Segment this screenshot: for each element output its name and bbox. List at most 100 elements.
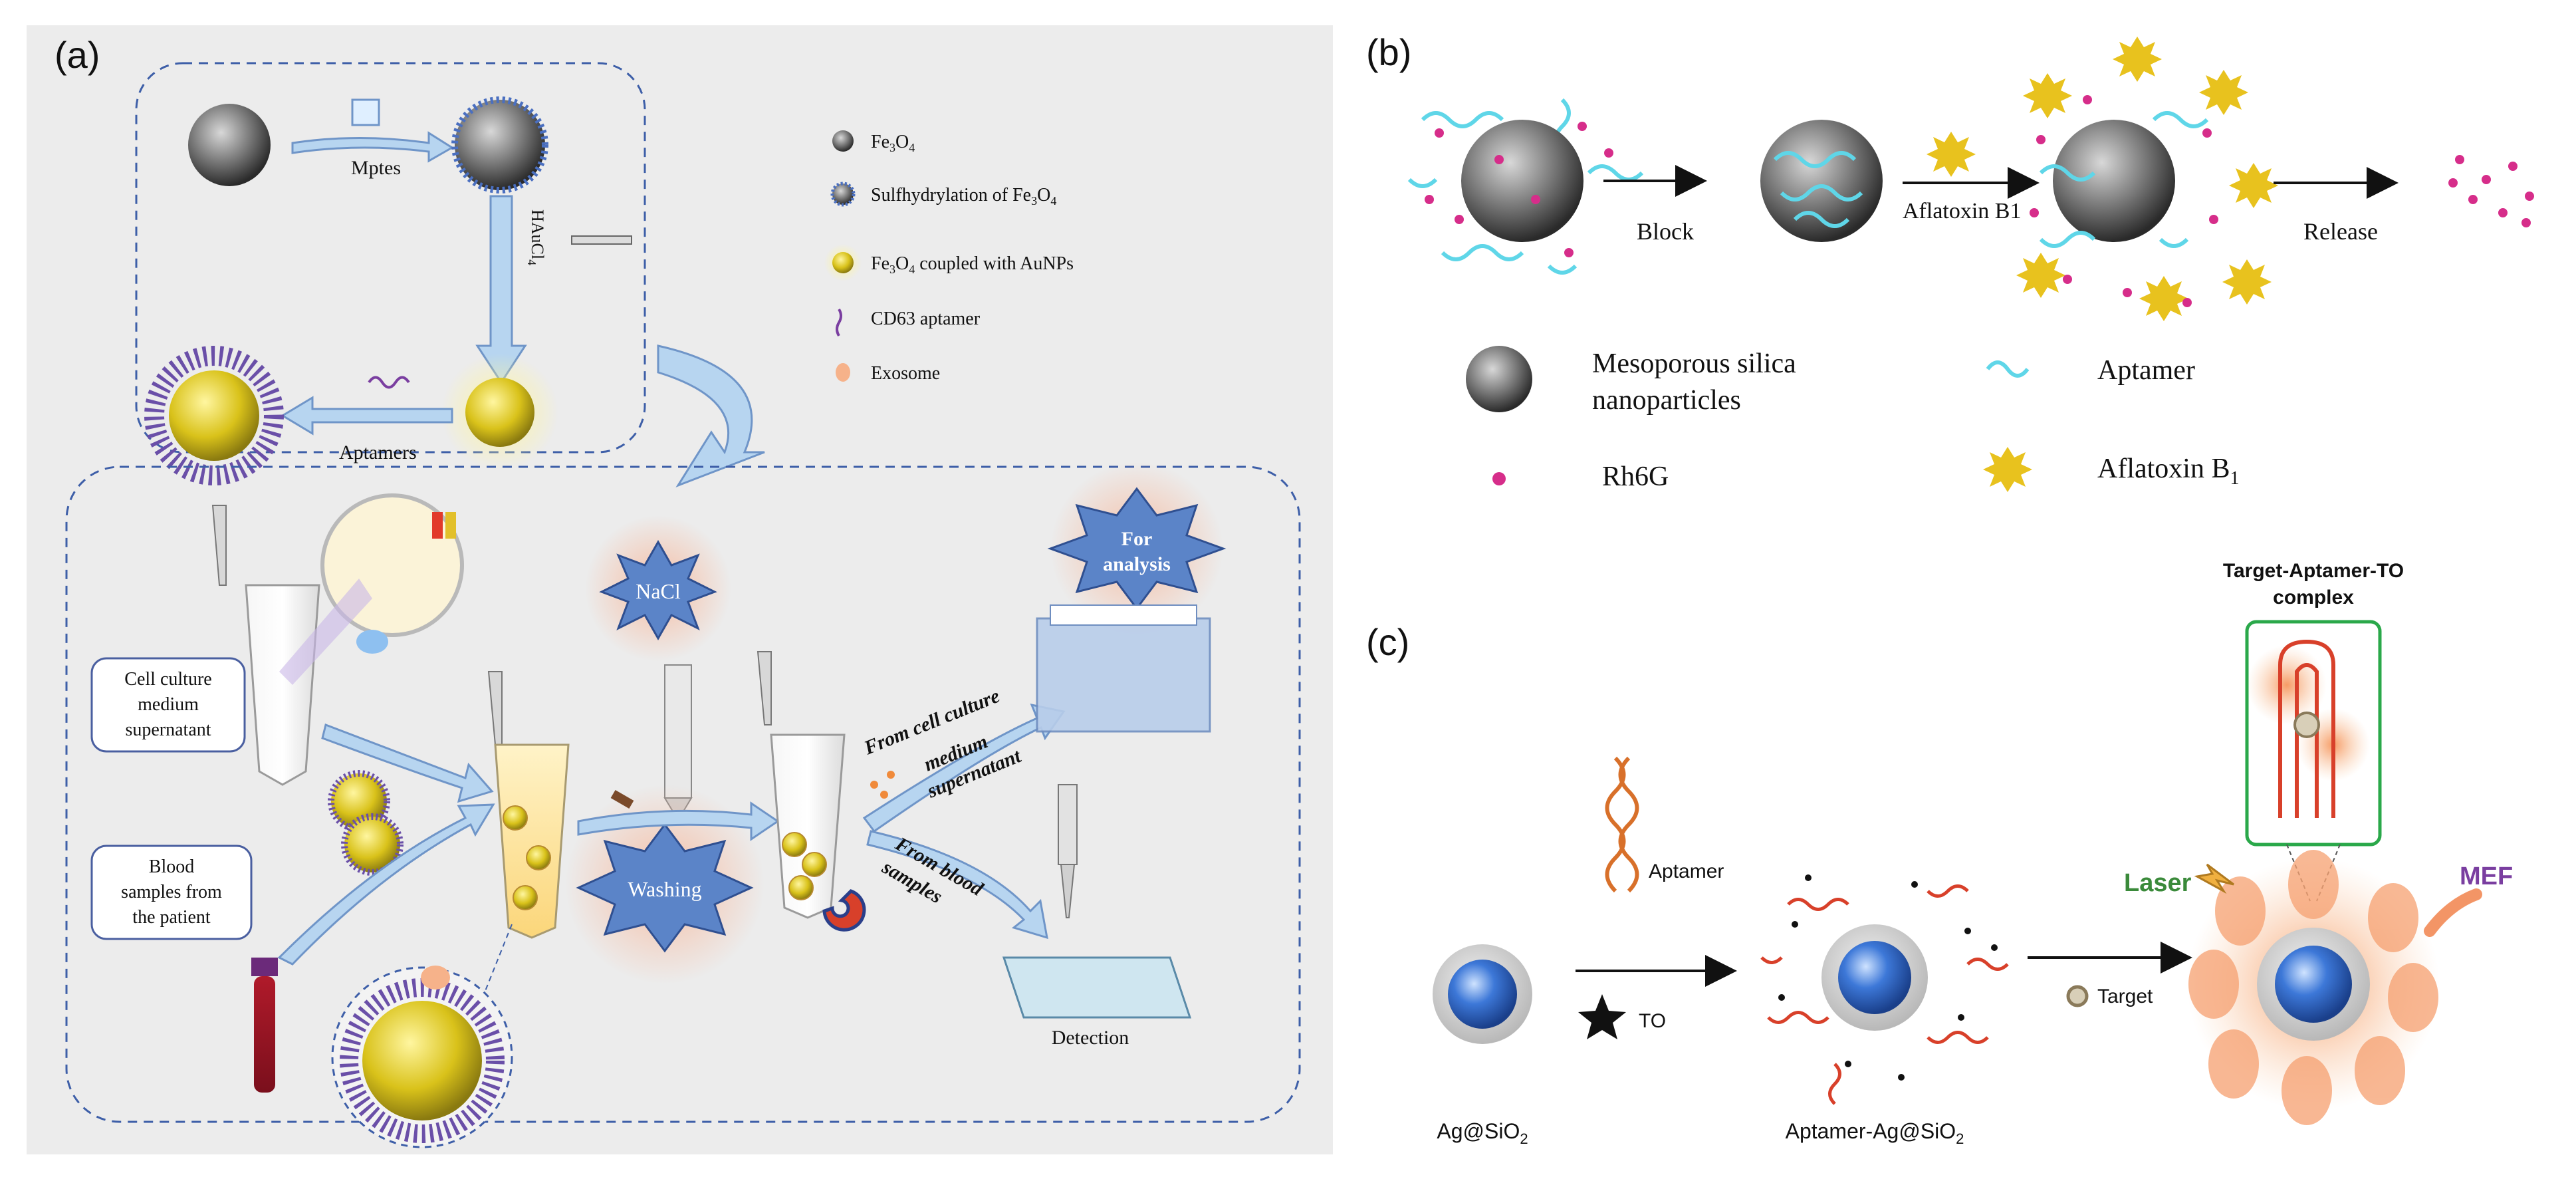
label-release: Release xyxy=(2303,218,2378,245)
label-for-analysis-2: analysis xyxy=(1103,553,1171,575)
panel-a-legend: Fe3O4 Sulfhydrylation of Fe3O4 Fe3O4 cou… xyxy=(824,130,1074,384)
msn-particle-blocked xyxy=(1760,120,1883,242)
legend-aptamer-text: CD63 aptamer xyxy=(871,309,981,329)
pipette-left xyxy=(211,505,227,586)
microplate xyxy=(1002,956,1192,1019)
label-laser: Laser xyxy=(2124,869,2192,897)
label-haucl4: HAuCl4 xyxy=(525,209,547,265)
callout-blood xyxy=(90,845,253,940)
burette xyxy=(664,664,692,799)
sulfhydrylated-particle xyxy=(451,96,548,194)
laser-arrow xyxy=(2194,863,2234,894)
msn-loaded-aptamers xyxy=(1407,98,1644,275)
zoom-exosome xyxy=(421,966,450,989)
receptor-icon xyxy=(432,512,443,539)
panel-a-label: (a) xyxy=(55,34,100,76)
msn-particle-loaded xyxy=(1461,120,1583,242)
to-star-icon xyxy=(1578,994,1626,1039)
arrow-mptes xyxy=(291,131,454,163)
label-nacl: NaCl xyxy=(636,579,681,603)
callout-cell-culture-line1: Cell culture xyxy=(124,669,211,690)
to-stars xyxy=(1778,874,1998,1081)
blood-tube-cap xyxy=(251,958,278,976)
panel-a: (a) Mptes HAuCl4 Aptamers Fe3O4 Sulfhy xyxy=(27,25,1333,1154)
target-icon xyxy=(2066,985,2089,1007)
legend-aptamer-b-swatch xyxy=(1986,360,2030,378)
legend-sulf-text: Sulfhydrylation of Fe3O4 xyxy=(871,185,1056,207)
aptamer-gold-particle xyxy=(169,370,259,461)
bead-1 xyxy=(503,805,528,831)
ag-sio2-core xyxy=(1448,960,1517,1029)
complex-title-2: complex xyxy=(2273,587,2354,608)
legend-aflatoxin-swatch xyxy=(1983,447,2032,492)
label-target: Target xyxy=(2097,985,2153,1007)
eluted-dots xyxy=(870,781,878,789)
legend-aflatoxin-text: Aflatoxin B1 xyxy=(2097,454,2239,489)
magnet-bead-2 xyxy=(802,852,827,877)
callout-cell-culture-line2: medium xyxy=(138,694,199,715)
fe3o4-aunp-particle xyxy=(465,378,534,447)
arrow-to-detection xyxy=(866,830,1048,940)
released-aflatoxin xyxy=(2016,37,2278,321)
magnet-icon xyxy=(822,889,866,932)
callout-cell-culture xyxy=(90,657,246,753)
apt-ag-core xyxy=(1838,941,1911,1014)
arrow-aptamers xyxy=(281,396,453,436)
label-apt-ag-sio2: Aptamer-Ag@SiO2 xyxy=(1786,1119,1964,1147)
zoom-line-1 xyxy=(485,924,513,991)
merge-arrow-upper xyxy=(321,723,494,803)
aptamer-particle-small-2 xyxy=(341,813,404,876)
complex-strand xyxy=(2278,639,2335,818)
light-cone xyxy=(279,579,372,685)
legend-fe3o4-swatch xyxy=(832,130,854,152)
label-aptamer-c: Aptamer xyxy=(1649,860,1724,882)
merge-arrow-lower xyxy=(277,803,495,966)
panel-c: (c) Target-Aptamer-TO complex Ag@SiO2 Ap… xyxy=(1366,560,2513,1147)
callout-blood-line2: samples from xyxy=(121,882,222,902)
gel-comb xyxy=(1050,604,1197,626)
rh6g-dots-loaded xyxy=(1425,122,1613,257)
pipette-icon xyxy=(571,235,632,245)
panel-c-label: (c) xyxy=(1366,621,1409,663)
legend-rh6g-text: Rh6G xyxy=(1602,461,1669,492)
callout-cell-culture-line3: supernatant xyxy=(125,720,211,740)
bead-2 xyxy=(526,845,551,870)
zoom-particle xyxy=(362,1001,482,1120)
reagent-stick xyxy=(610,789,634,809)
legend-aptamer-b-text: Aptamer xyxy=(2097,355,2195,386)
blocked-aptamer-mesh xyxy=(1773,151,1863,228)
complex-target xyxy=(2293,712,2320,738)
legend-aptamer-swatch xyxy=(836,308,842,337)
released-dye-free xyxy=(2448,155,2534,227)
legend-msn-text-1: Mesoporous silica xyxy=(1592,348,1796,379)
label-detection: Detection xyxy=(1052,1027,1129,1049)
apt-ag-strands xyxy=(1760,884,2009,1105)
complex-title-1: Target-Aptamer-TO xyxy=(2223,560,2404,582)
blood-tube xyxy=(254,976,275,1093)
supernatant-tube xyxy=(245,584,320,786)
label-to: TO xyxy=(1639,1010,1666,1032)
final-core xyxy=(2275,946,2352,1023)
receptor-icon-2 xyxy=(445,512,456,539)
legend-msn-text-2: nanoparticles xyxy=(1592,385,1741,416)
aptamer-helix xyxy=(1605,756,1639,893)
label-for-analysis-1: For xyxy=(1121,528,1153,550)
detection-pipette xyxy=(1058,784,1078,865)
label-washing: Washing xyxy=(628,877,701,901)
detection-pipette-tip xyxy=(1060,864,1076,918)
workflow-box xyxy=(65,465,1301,1123)
washing-burst xyxy=(576,823,754,953)
released-dye-around xyxy=(2030,95,2218,307)
reagent-vial-icon xyxy=(351,98,380,126)
label-block: Block xyxy=(1637,218,1694,245)
label-aflatoxin-arrow: Aflatoxin B1 xyxy=(1903,199,2021,223)
msn-particle-release xyxy=(2053,120,2175,242)
binding-tube xyxy=(494,743,570,939)
legend-fe3o4-text: Fe3O4 xyxy=(871,132,915,154)
eluted-dots-2 xyxy=(887,771,895,779)
label-aptamers: Aptamers xyxy=(339,442,417,463)
legend-exosome-swatch xyxy=(836,363,850,382)
callout-blood-line3: the patient xyxy=(132,907,211,928)
nacl-burst xyxy=(599,539,717,641)
callout-blood-line1: Blood xyxy=(149,856,194,877)
